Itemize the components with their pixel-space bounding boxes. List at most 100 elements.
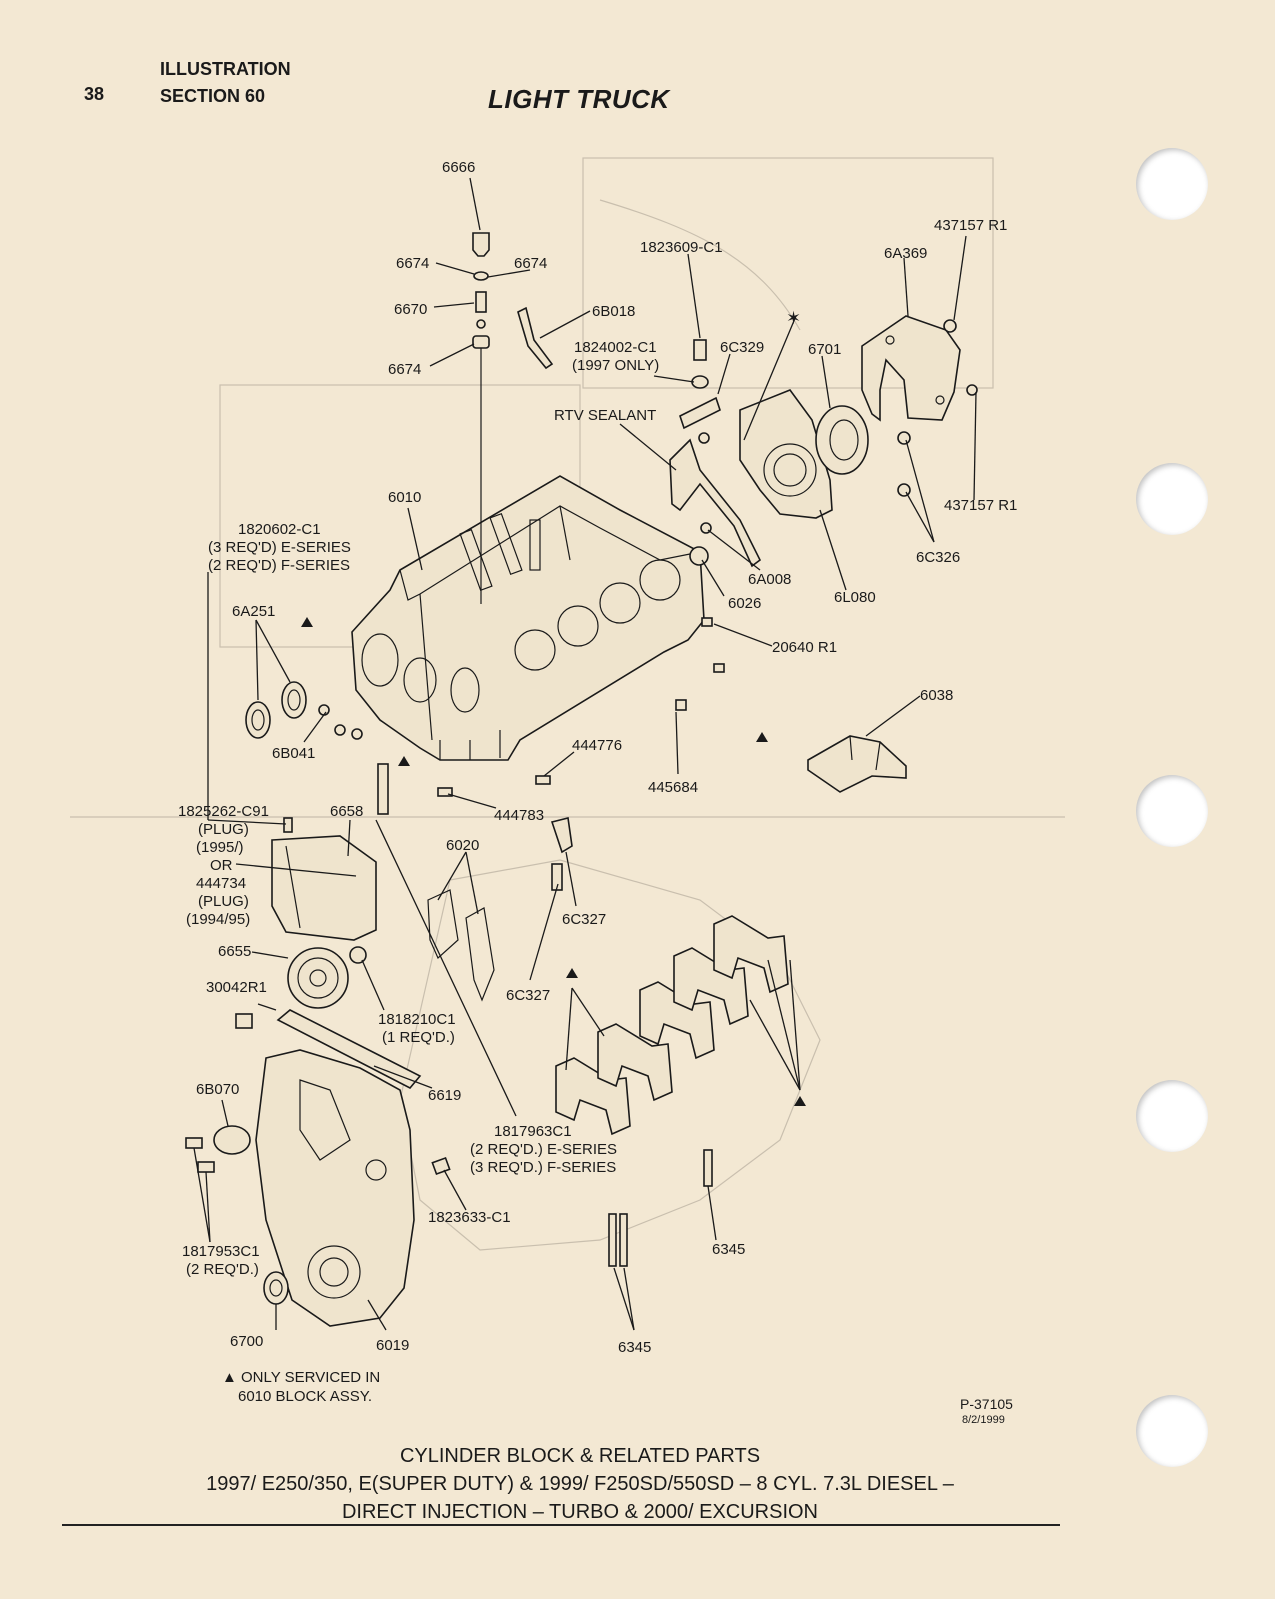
callout-6010: 6010: [388, 489, 421, 506]
callout-1817963-f: (3 REQ'D.) F-SERIES: [470, 1159, 616, 1176]
cover-6658: [271, 817, 377, 941]
callout-445684: 445684: [648, 779, 698, 796]
cam-gear-6655: [235, 946, 367, 1029]
callout-6674-lower: 6674: [388, 361, 421, 378]
thrust-plate-6619: [276, 1009, 422, 1090]
callout-6B018: 6B018: [592, 303, 635, 320]
callout-6B041: 6B041: [272, 745, 315, 762]
fitting-1823633: [431, 1156, 451, 1176]
header-section: SECTION 60: [160, 86, 266, 106]
page-title: LIGHT TRUCK: [488, 84, 670, 114]
rear-cover-plate-6L080: [739, 389, 833, 519]
mount-bracket-6038: [807, 735, 907, 793]
callout-6L080: 6L080: [834, 589, 876, 606]
binder-hole-5: [1136, 1395, 1208, 1467]
callout-1817953: 1817953C1: [182, 1243, 260, 1260]
callout-6038: 6038: [920, 687, 953, 704]
caption-line-1: CYLINDER BLOCK & RELATED PARTS: [399, 1445, 761, 1467]
callout-1818210-qty: (1 REQ'D.): [382, 1029, 455, 1046]
figure-number: P-37105: [960, 1396, 1013, 1412]
callout-1817963-e: (2 REQ'D.) E-SERIES: [470, 1141, 617, 1158]
figure-date: 8/2/1999: [962, 1414, 1005, 1426]
callout-20640: 20640 R1: [772, 639, 837, 656]
binder-hole-1: [1136, 148, 1208, 220]
callout-437157-top: 437157 R1: [934, 217, 1007, 234]
callout-444734-plug: (PLUG): [198, 893, 249, 910]
callout-1818210: 1818210C1: [378, 1011, 456, 1028]
callout-6345-lower: 6345: [618, 1339, 651, 1356]
front-seals-6A251: [245, 681, 363, 740]
callout-6C327-lower: 6C327: [506, 987, 550, 1004]
callout-1823609: 1823609-C1: [640, 239, 723, 256]
leader-lines: [193, 177, 977, 1331]
callout-1820602-e: (3 REQ'D) E-SERIES: [208, 539, 351, 556]
callout-444734: 444734: [196, 875, 246, 892]
callout-1820602: 1820602-C1: [238, 521, 321, 538]
callout-or: OR: [210, 857, 233, 874]
bottom-rule: [62, 1524, 1060, 1526]
service-note-line-2: 6010 BLOCK ASSY.: [238, 1388, 372, 1405]
dipstick-tube-6B018: [517, 306, 554, 370]
callout-6701: 6701: [808, 341, 841, 358]
bolts-6345: [608, 1149, 713, 1267]
adapter-plate-6A369: [861, 315, 961, 422]
callout-6A369: 6A369: [884, 245, 927, 262]
callout-6A251: 6A251: [232, 603, 275, 620]
cylinder-block-6010: [351, 475, 705, 761]
callout-437157-lower: 437157 R1: [944, 497, 1017, 514]
callout-6B070: 6B070: [196, 1081, 239, 1098]
pump-6B070: [185, 1125, 251, 1173]
callout-6655: 6655: [218, 943, 251, 960]
main-bearing-caps: [555, 915, 789, 1136]
callout-1825262: 1825262-C91: [178, 803, 269, 820]
callout-30042: 30042R1: [206, 979, 267, 996]
callout-1817963: 1817963C1: [494, 1123, 572, 1140]
callout-444776: 444776: [572, 737, 622, 754]
plugs-444776-444783: [377, 763, 551, 815]
callout-6674-left: 6674: [396, 255, 429, 272]
rear-cover-gasket: [669, 438, 762, 568]
caption-line-3: DIRECT INJECTION – TURBO & 2000/ EXCURSI…: [341, 1501, 819, 1523]
callout-1824002: 1824002-C1: [574, 339, 657, 356]
callout-1823633: 1823633-C1: [428, 1209, 511, 1226]
callout-rtv-sealant: RTV SEALANT: [554, 407, 656, 424]
callout-6670: 6670: [394, 301, 427, 318]
caption-line-2: 1997/ E250/350, E(SUPER DUTY) & 1999/ F2…: [206, 1473, 954, 1495]
callout-6026: 6026: [728, 595, 761, 612]
svg-text:✶: ✶: [786, 308, 801, 328]
small-hardware: [675, 319, 978, 711]
rear-seal-6701: [815, 405, 869, 475]
service-triangles: ✶: [301, 308, 806, 1106]
callout-labels: 6666 6674 6674 6670 6674 6B018 1823609-C…: [178, 159, 1017, 1356]
callout-6345-right: 6345: [712, 1241, 745, 1258]
callout-6666: 6666: [442, 159, 475, 176]
callout-1825262-year: (1995/): [196, 839, 244, 856]
callout-1817953-qty: (2 REQ'D.): [186, 1261, 259, 1278]
callout-1820602-f: (2 REQ'D) F-SERIES: [208, 557, 350, 574]
front-cover-6019: [255, 1049, 415, 1327]
binder-hole-3: [1136, 775, 1208, 847]
binder-hole-2: [1136, 463, 1208, 535]
seal-6700: [263, 1271, 289, 1305]
callout-6C326: 6C326: [916, 549, 960, 566]
callout-6020: 6020: [446, 837, 479, 854]
gasket-6020: [427, 889, 495, 1002]
oil-fitting-6C329: [679, 339, 721, 444]
callout-6A008: 6A008: [748, 571, 791, 588]
service-note: ▲ ONLY SERVICED IN 6010 BLOCK ASSY.: [222, 1368, 380, 1406]
binder-hole-4: [1136, 1080, 1208, 1152]
callout-6619: 6619: [428, 1087, 461, 1104]
callout-444734-year: (1994/95): [186, 911, 250, 928]
bracket-6C327: [550, 817, 573, 891]
page-number: 38: [84, 84, 105, 104]
callout-1824002-note: (1997 ONLY): [572, 357, 659, 374]
callout-1825262-plug: (PLUG): [198, 821, 249, 838]
callout-6C329: 6C329: [720, 339, 764, 356]
oil-pressure-sender-stack: [472, 232, 490, 604]
header-illustration: ILLUSTRATION: [160, 59, 291, 79]
callout-6658: 6658: [330, 803, 363, 820]
service-note-line-1: ▲ ONLY SERVICED IN: [222, 1369, 381, 1386]
callout-6674-right: 6674: [514, 255, 547, 272]
